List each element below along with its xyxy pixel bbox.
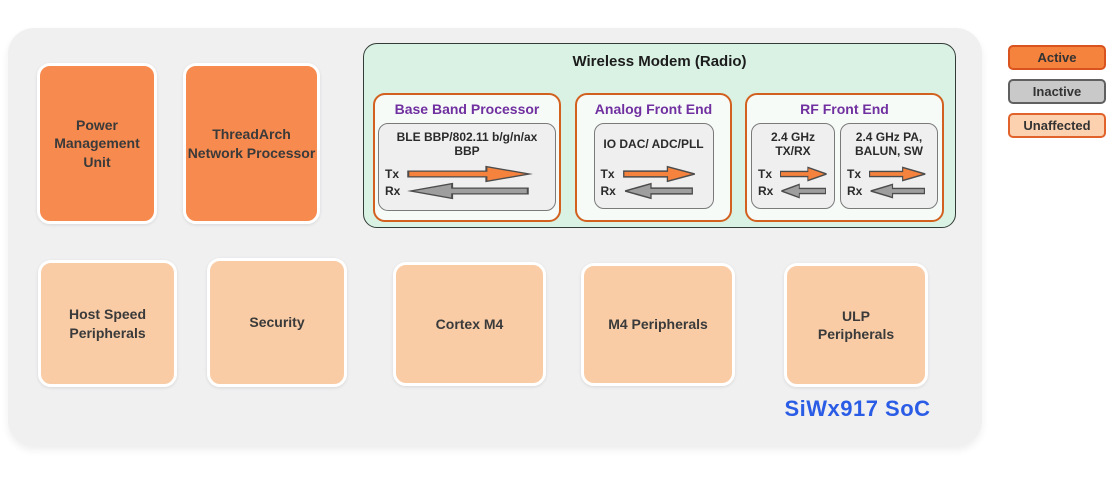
tx-arrow-icon — [622, 165, 695, 182]
unit-row: IO DAC/ ADC/PLL Tx Rx — [593, 123, 714, 209]
tx-label: Tx — [847, 167, 862, 182]
section-analog-front-end: Analog Front End IO DAC/ ADC/PLL Tx Rx — [575, 93, 732, 222]
rx-arrow-icon — [870, 183, 925, 199]
rx-arrow-icon — [781, 183, 826, 199]
tx-label: Tx — [600, 166, 615, 181]
section-rf-front-end: RF Front End 2.4 GHz TX/RX Tx Rx 2.4 GHz… — [745, 93, 944, 222]
tx-row: Tx — [758, 166, 828, 183]
block-security: Security — [207, 258, 347, 387]
block-label: ULP Peripherals — [817, 307, 895, 342]
rx-arrow-icon — [407, 183, 529, 200]
unit-ble-bbp: BLE BBP/802.11 b/g/n/ax BBP Tx Rx — [378, 123, 556, 211]
section-base-band-processor: Base Band Processor BLE BBP/802.11 b/g/n… — [373, 93, 561, 222]
unit-row: 2.4 GHz TX/RX Tx Rx 2.4 GHz PA, BALUN, S… — [751, 123, 938, 209]
block-threadarch-network-processor: ThreadArch Network Processor — [183, 63, 320, 224]
block-label: ThreadArch Network Processor — [187, 126, 316, 161]
tx-label: Tx — [758, 167, 773, 182]
wireless-modem-title: Wireless Modem (Radio) — [572, 53, 747, 70]
unit-label: 2.4 GHz TX/RX — [770, 130, 815, 159]
unit-24ghz-pa-balun-sw: 2.4 GHz PA, BALUN, SW Tx Rx — [840, 123, 938, 209]
tx-row: Tx — [847, 166, 931, 183]
block-cortex-m4: Cortex M4 — [393, 262, 546, 386]
block-host-speed-peripherals: Host Speed Peripherals — [38, 260, 177, 387]
block-label: Host Speed Peripherals — [68, 306, 146, 341]
block-m4-peripherals: M4 Peripherals — [581, 263, 735, 386]
wireless-modem-group: Wireless Modem (Radio) Base Band Process… — [363, 43, 956, 228]
block-label: Power Management Unit — [54, 117, 140, 170]
rx-row: Rx — [385, 183, 549, 200]
tx-arrow-icon — [869, 166, 926, 182]
rx-row: Rx — [847, 183, 931, 200]
block-label: Cortex M4 — [435, 315, 504, 332]
legend-active-badge: Active — [1008, 45, 1106, 70]
tx-arrow-icon — [407, 166, 533, 183]
rx-label: Rx — [847, 184, 863, 199]
tx-label: Tx — [385, 167, 400, 182]
unit-io-dac-adc-pll: IO DAC/ ADC/PLL Tx Rx — [593, 123, 714, 209]
rx-arrow-icon — [624, 182, 693, 199]
block-ulp-peripherals: ULP Peripherals — [784, 263, 928, 387]
section-title: RF Front End — [800, 101, 889, 117]
soc-name-label: SiWx917 SoC — [784, 396, 931, 421]
unit-row: BLE BBP/802.11 b/g/n/ax BBP Tx Rx — [378, 123, 556, 211]
unit-label: BLE BBP/802.11 b/g/n/ax BBP — [396, 130, 538, 159]
rx-row: Rx — [601, 182, 707, 199]
block-label: Security — [249, 314, 305, 331]
rx-label: Rx — [758, 184, 774, 199]
section-title: Base Band Processor — [394, 101, 540, 117]
rx-row: Rx — [758, 183, 828, 200]
legend-unaffected-badge: Unaffected — [1008, 113, 1106, 138]
unit-label: IO DAC/ ADC/PLL — [603, 136, 704, 151]
block-power-management-unit: Power Management Unit — [37, 63, 157, 224]
legend: Active Inactive Unaffected — [1008, 45, 1106, 138]
section-title: Analog Front End — [594, 101, 713, 117]
tx-arrow-icon — [780, 166, 827, 182]
rx-label: Rx — [385, 184, 401, 199]
unit-24ghz-txrx: 2.4 GHz TX/RX Tx Rx — [751, 123, 835, 209]
block-label: M4 Peripherals — [608, 316, 708, 333]
legend-inactive-badge: Inactive — [1008, 79, 1106, 104]
rx-label: Rx — [600, 183, 616, 198]
tx-row: Tx — [385, 166, 549, 183]
tx-row: Tx — [601, 165, 707, 182]
unit-label: 2.4 GHz PA, BALUN, SW — [855, 130, 923, 159]
soc-diagram-container: Power Management Unit ThreadArch Network… — [8, 28, 982, 446]
